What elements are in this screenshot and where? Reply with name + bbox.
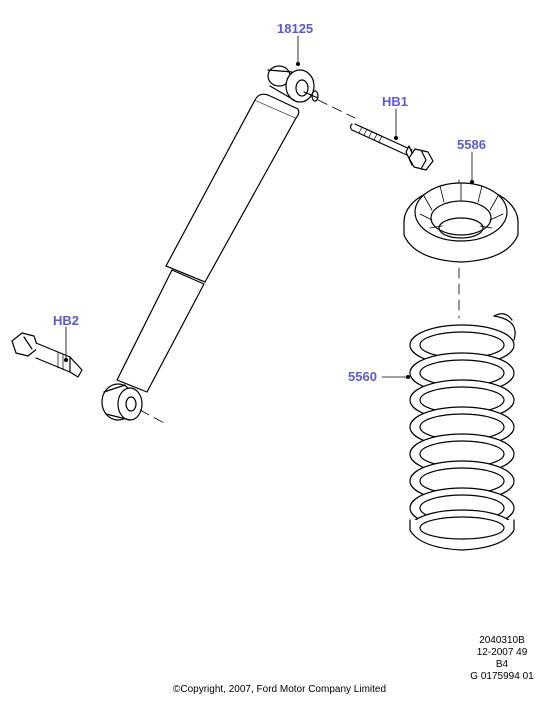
leader-dots (64, 62, 474, 379)
spring-seat (403, 182, 519, 263)
callout-spring-seat: 5586 (457, 137, 486, 152)
callout-shock-absorber: 18125 (277, 21, 314, 36)
leader-lines (65, 35, 473, 378)
shock-absorber (101, 65, 319, 421)
callout-lower-bolt: HB2 (53, 313, 80, 328)
callout-coil-spring: 5560 (348, 369, 377, 384)
lower-bolt (11, 332, 83, 378)
reference-block: 2040310B 12-2007 49 B4 G 0175994 01 (462, 635, 542, 683)
upper-bolt (349, 123, 434, 171)
lower-mount-eye (101, 383, 143, 421)
callout-upper-bolt: HB1 (382, 94, 409, 109)
copyright-notice: ©Copyright, 2007, Ford Motor Company Lim… (173, 684, 387, 695)
ref-line-2: 12-2007 49 (476, 647, 528, 658)
ref-line-3: B4 (495, 659, 509, 670)
upper-mount-eye (267, 65, 319, 103)
ref-line-1: 2040310B (479, 635, 525, 646)
coil-spring (409, 313, 516, 551)
ref-line-4: G 0175994 01 (470, 671, 534, 682)
